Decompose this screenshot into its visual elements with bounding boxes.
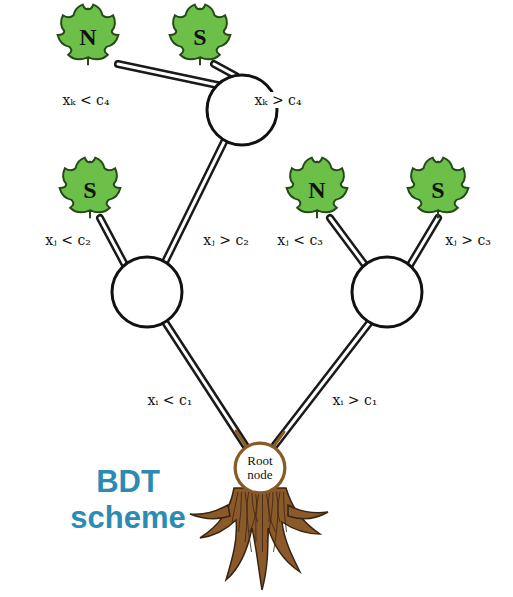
leaf-node: N <box>284 155 350 221</box>
class-label: S <box>193 24 206 51</box>
split-condition: xⱼ < c₃ <box>275 232 325 248</box>
root-node: Root node <box>233 441 287 495</box>
leaf-node: N <box>55 2 121 68</box>
class-label: S <box>83 177 96 204</box>
split-condition: xⱼ < c₂ <box>43 232 93 248</box>
split-condition: xⱼ > c₃ <box>443 232 493 248</box>
leaf-node: S <box>57 155 123 221</box>
root-label: Root node <box>240 454 280 481</box>
split-condition: xⱼ > c₂ <box>201 232 251 248</box>
class-label: S <box>431 177 444 204</box>
leaf-node: S <box>405 155 471 221</box>
split-condition: xₖ > c₄ <box>252 92 303 108</box>
leaf-node: S <box>167 2 233 68</box>
split-condition: xₖ < c₄ <box>60 92 111 108</box>
class-label: N <box>308 177 325 204</box>
scheme-title: BDT scheme <box>63 464 193 535</box>
split-condition: xᵢ < c₁ <box>146 392 195 408</box>
class-label: N <box>79 24 96 51</box>
split-condition: xᵢ > c₁ <box>331 392 380 408</box>
